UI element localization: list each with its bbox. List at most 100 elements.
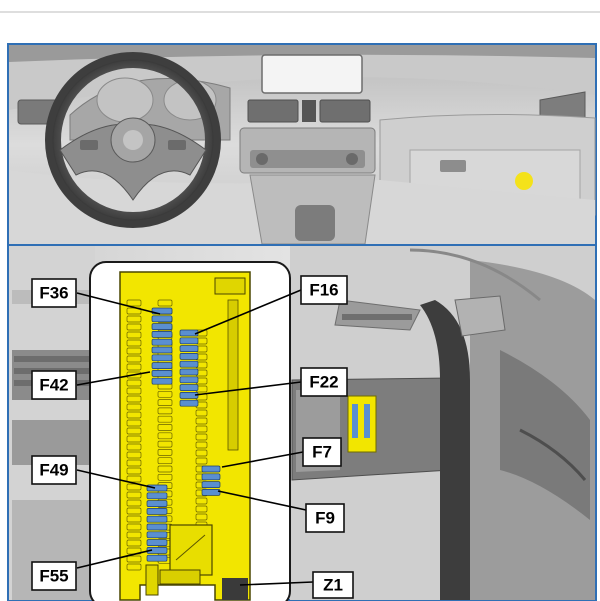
leader-f22 (194, 381, 302, 396)
fuse-slot (126, 483, 142, 491)
fuse-slot (195, 497, 208, 505)
fuse-slot (157, 465, 173, 473)
highlighted-fuse (151, 362, 173, 369)
fuse-slot (126, 315, 142, 323)
highlighted-fuse (151, 338, 173, 346)
fuse-slot (126, 539, 142, 547)
fuse-slot (126, 299, 142, 307)
leader-f49 (76, 469, 156, 489)
glovebox-location-marker-icon (515, 172, 533, 190)
callout-f42-text: F42 (39, 376, 68, 395)
highlighted-fuse (179, 399, 199, 407)
callout-f55: F55 (31, 561, 77, 591)
fuse-slot (126, 435, 142, 443)
callout-f42: F42 (31, 370, 77, 400)
fuse-slot (157, 432, 173, 440)
fuse-slot (126, 467, 142, 475)
highlighted-fuse (146, 492, 168, 500)
fuse-slot (126, 563, 142, 571)
fuse-slot (157, 473, 173, 481)
fuse-slot (126, 507, 142, 515)
fuse-slot (126, 323, 142, 331)
fuse-slot (126, 395, 142, 403)
fuse-slot (126, 331, 142, 339)
fuse-slot (157, 390, 173, 398)
fuse-slot (195, 425, 208, 433)
highlighted-fuse (151, 346, 173, 354)
dashboard-overview-panel (9, 45, 596, 245)
highlighted-fuse (146, 531, 168, 539)
highlighted-fuse (201, 473, 221, 481)
fuse-slot (126, 427, 142, 435)
fuse-slot (126, 443, 142, 451)
leader-f36 (76, 292, 161, 315)
highlighted-fuse (179, 384, 199, 391)
callout-f36-text: F36 (39, 284, 68, 303)
callout-z1: Z1 (312, 571, 354, 599)
callout-f49: F49 (31, 455, 77, 485)
fuse-slot (157, 415, 173, 423)
fuse-slot (126, 403, 142, 411)
callout-z1-text: Z1 (323, 576, 343, 595)
fuse-slot (195, 449, 208, 457)
highlighted-fuse (201, 481, 221, 488)
fuse-slot (126, 411, 142, 419)
fuse-slot (157, 440, 173, 448)
highlighted-fuse (146, 508, 168, 515)
fuse-slot (126, 515, 142, 523)
highlighted-fuse (179, 360, 199, 368)
callouts: F36 F16 F42 F22 F7 F49 F9 F55 (31, 275, 354, 599)
callout-f9-text: F9 (315, 509, 335, 528)
callout-f49-text: F49 (39, 461, 68, 480)
fuse-slot (195, 433, 208, 441)
highlighted-fuse (179, 376, 199, 384)
highlighted-fuse (146, 500, 168, 507)
fuse-slot (195, 513, 208, 521)
fusebox-inset (89, 261, 291, 601)
fuse-slot (195, 441, 208, 449)
fuse-slot (157, 457, 173, 465)
relay-block (169, 524, 213, 576)
fuse-slot (157, 299, 173, 307)
fuse-slot (157, 407, 173, 415)
fuse-slot (195, 505, 208, 513)
callout-f22-text: F22 (309, 373, 338, 392)
fuse-slot (126, 451, 142, 459)
fuse-slot (157, 449, 173, 456)
highlighted-fuse (146, 523, 168, 531)
leader-f16 (194, 289, 302, 335)
fuse-slot (126, 475, 142, 483)
highlighted-fuse (151, 370, 173, 377)
fuse-slot (126, 531, 142, 539)
highlighted-fuse (201, 465, 221, 473)
highlighted-fuse (151, 354, 173, 362)
fuse-slot (157, 399, 173, 406)
highlighted-fuse (146, 539, 168, 546)
fuse-slot (126, 459, 142, 467)
highlighted-fuse (146, 515, 168, 523)
fuse-slot (126, 339, 142, 347)
fuse-slot (126, 347, 142, 355)
highlighted-fuse (179, 368, 199, 376)
highlighted-fuse (151, 315, 173, 323)
fuse-slot (195, 457, 208, 465)
highlighted-fuse (146, 484, 168, 492)
callout-f7: F7 (302, 437, 342, 467)
leader-f9 (217, 490, 307, 511)
fuse-slot (126, 355, 142, 363)
fuse-slot (126, 379, 142, 387)
infotainment-screen (261, 54, 363, 94)
highlighted-fuse (151, 377, 173, 385)
leader-f42 (76, 371, 151, 386)
leader-f55 (76, 549, 153, 569)
callout-f36: F36 (31, 278, 77, 308)
fuse-slot (126, 419, 142, 427)
highlighted-fuse (179, 345, 199, 352)
callout-f9: F9 (305, 503, 345, 533)
leader-z1 (239, 581, 314, 586)
highlighted-fuse (179, 337, 199, 345)
fuse-slot (157, 424, 173, 431)
highlighted-fuse (151, 323, 173, 330)
highlighted-fuse (201, 489, 221, 496)
